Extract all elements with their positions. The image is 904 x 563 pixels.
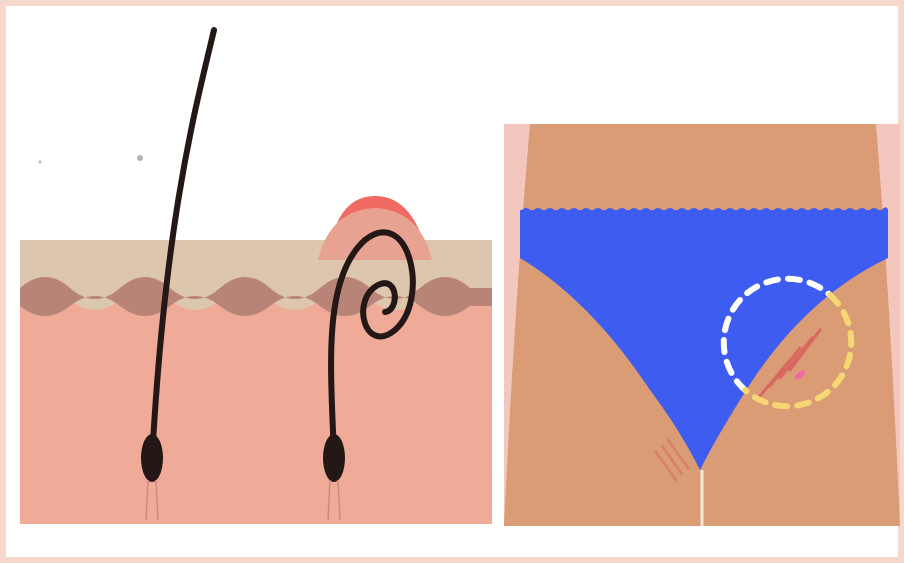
bikini-line-diagram <box>0 0 904 563</box>
